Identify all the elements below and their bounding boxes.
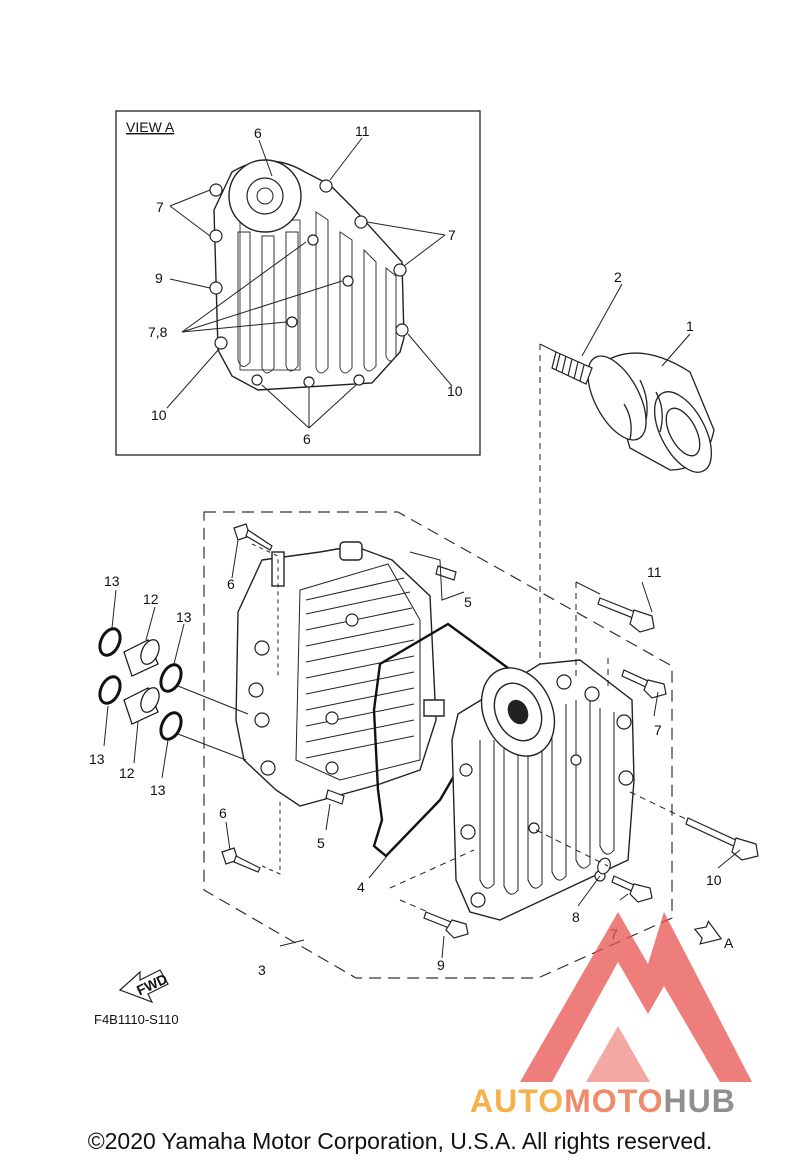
watermark-logo — [520, 912, 752, 1082]
watermark-part-hub: HUB — [663, 1083, 736, 1119]
oil-filter — [587, 352, 715, 473]
fwd-arrow: FWD — [118, 969, 170, 1004]
view-a-inset: VIEW A — [115, 110, 481, 456]
watermark-part-auto: AUTO — [470, 1083, 565, 1119]
callout-3: 3 — [258, 962, 266, 978]
view-a-label-7-left: 7 — [156, 199, 164, 215]
callout-2: 2 — [614, 269, 622, 285]
assembly-boundary — [203, 511, 673, 979]
o-rings-and-collars — [98, 627, 183, 741]
callout-6-bottom: 6 — [219, 805, 227, 821]
copyright-notice: ©2020 Yamaha Motor Corporation, U.S.A. A… — [87, 1128, 713, 1154]
view-a-label-7-right: 7 — [448, 227, 456, 243]
gasket — [372, 622, 510, 858]
callout-13-top-left: 13 — [104, 573, 120, 589]
callout-1: 1 — [686, 318, 694, 334]
oil-cooler-body — [235, 541, 445, 807]
callout-4: 4 — [357, 879, 365, 895]
view-a-label-6-bottom: 6 — [303, 431, 311, 447]
callout-6-top: 6 — [227, 576, 235, 592]
oil-cooler-cover — [451, 659, 635, 921]
view-a-label-7-8: 7,8 — [148, 324, 168, 340]
callout-13-bottom-left: 13 — [89, 751, 105, 767]
part-code: F4B1110-S110 — [94, 1012, 179, 1027]
bolts — [221, 523, 759, 939]
callout-12-top: 12 — [143, 591, 159, 607]
callout-5-top: 5 — [464, 594, 472, 610]
view-a-label-6-top: 6 — [254, 125, 262, 141]
view-a-title: VIEW A — [126, 119, 175, 135]
union-bolt — [551, 351, 593, 385]
view-a-label-10-right: 10 — [447, 383, 463, 399]
callout-10: 10 — [706, 872, 722, 888]
callout-13-bottom-right: 13 — [150, 782, 166, 798]
callout-13-top-right: 13 — [176, 609, 192, 625]
view-a-label-9: 9 — [155, 270, 163, 286]
callout-9: 9 — [437, 957, 445, 973]
view-a-label-11: 11 — [355, 123, 370, 139]
view-a-arrow — [693, 920, 723, 945]
view-a-label-10-left: 10 — [151, 407, 167, 423]
callout-5-bottom: 5 — [317, 835, 325, 851]
callout-view-a: A — [724, 935, 734, 951]
watermark-wordmark: AUTOMOTOHUB — [470, 1083, 736, 1120]
callout-11: 11 — [647, 564, 662, 580]
watermark-part-moto: MOTO — [564, 1083, 664, 1119]
callout-7-upper: 7 — [654, 722, 662, 738]
callout-8: 8 — [572, 909, 580, 925]
callout-12-bottom: 12 — [119, 765, 135, 781]
